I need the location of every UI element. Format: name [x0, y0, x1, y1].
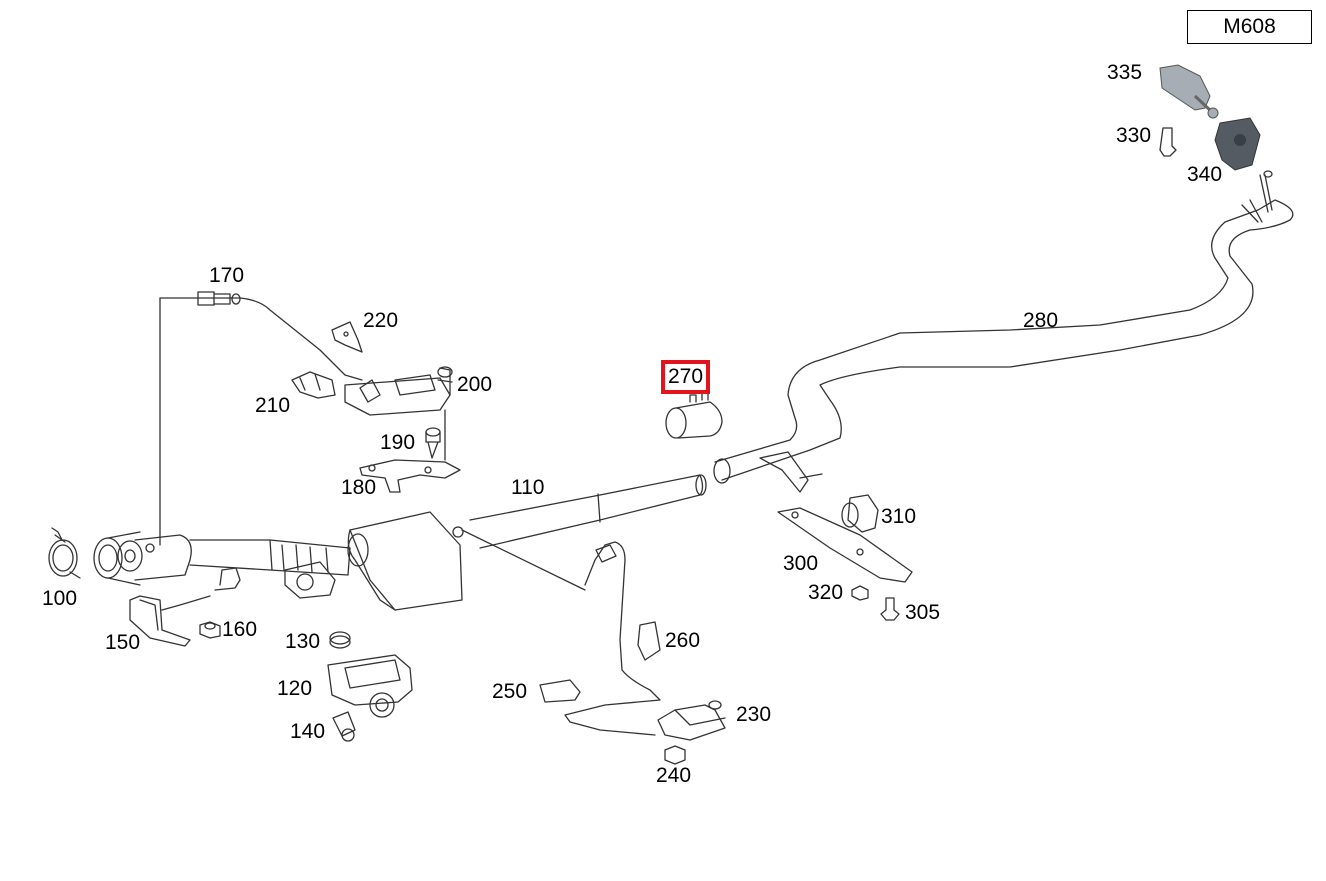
part-250-clip[interactable]	[539, 679, 581, 703]
part-140-bolt[interactable]	[332, 711, 356, 742]
callout-250[interactable]: 250	[492, 680, 528, 703]
part-270-clamp[interactable]	[665, 392, 723, 439]
part-335-bracket[interactable]	[1159, 64, 1219, 119]
part-170-sensor[interactable]	[159, 291, 363, 546]
engine-code-label: M608	[1187, 10, 1312, 44]
part-240-nut[interactable]	[664, 745, 686, 765]
callout-150[interactable]: 150	[105, 631, 141, 654]
part-220-clip[interactable]	[331, 321, 363, 353]
part-340-rubber-mount[interactable]	[1214, 117, 1261, 171]
part-330-bolt[interactable]	[1159, 127, 1177, 157]
part-190-bolt[interactable]	[425, 427, 441, 459]
part-320-nut[interactable]	[851, 585, 869, 601]
part-210-clip[interactable]	[291, 371, 336, 399]
part-230-sensor-harness[interactable]	[461, 529, 726, 741]
callout-335[interactable]: 335	[1107, 61, 1143, 84]
part-180-bracket[interactable]	[359, 459, 461, 493]
pipe-hanger-front	[284, 561, 336, 599]
part-120-mount[interactable]	[327, 654, 413, 718]
callout-320[interactable]: 320	[808, 581, 844, 604]
callout-230[interactable]: 230	[736, 703, 772, 726]
callout-140[interactable]: 140	[290, 720, 326, 743]
part-260-clip[interactable]	[637, 621, 661, 661]
callout-220[interactable]: 220	[363, 309, 399, 332]
callout-330[interactable]: 330	[1116, 124, 1152, 147]
callout-300[interactable]: 300	[783, 552, 819, 575]
callout-310[interactable]: 310	[881, 505, 917, 528]
part-150-mount[interactable]	[129, 567, 241, 647]
part-200-module[interactable]	[344, 366, 453, 461]
part-310-bushing[interactable]	[841, 494, 879, 533]
callout-305[interactable]: 305	[905, 601, 941, 624]
part-110-pipe[interactable]	[93, 474, 707, 611]
callout-340[interactable]: 340	[1187, 163, 1223, 186]
part-280-tailpipe[interactable]	[713, 170, 1294, 493]
part-305-bolt[interactable]	[880, 597, 900, 621]
callout-210[interactable]: 210	[255, 394, 291, 417]
callout-180[interactable]: 180	[341, 476, 377, 499]
callout-200[interactable]: 200	[457, 373, 493, 396]
callout-260[interactable]: 260	[665, 629, 701, 652]
callout-130[interactable]: 130	[285, 630, 321, 653]
part-300-bracket[interactable]	[777, 507, 913, 583]
callout-190[interactable]: 190	[380, 431, 416, 454]
part-130-ring[interactable]	[329, 631, 351, 649]
part-100-clamp[interactable]	[48, 527, 81, 579]
callout-160[interactable]: 160	[222, 618, 258, 641]
callout-110[interactable]: 110	[511, 476, 545, 499]
callout-280[interactable]: 280	[1023, 309, 1059, 332]
part-160-nut[interactable]	[199, 621, 221, 639]
callout-240[interactable]: 240	[656, 764, 692, 787]
callout-120[interactable]: 120	[277, 677, 313, 700]
callout-100[interactable]: 100	[42, 587, 78, 610]
callout-270[interactable]: 270	[660, 360, 711, 394]
callout-170[interactable]: 170	[209, 264, 245, 287]
